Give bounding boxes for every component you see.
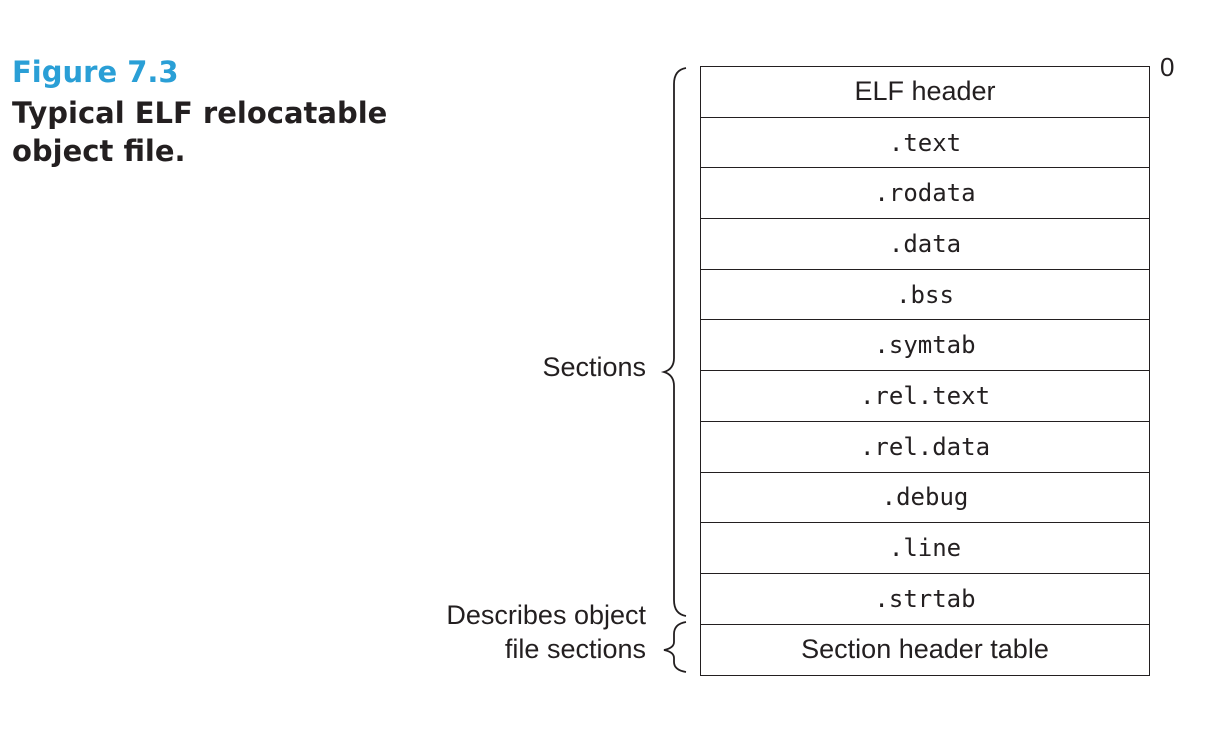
figure-caption: Figure 7.3 Typical ELF relocatable objec… <box>12 54 412 170</box>
rel-data-section-row: .rel.data <box>701 422 1149 473</box>
figure-title: Typical ELF relocatable object file. <box>12 96 388 168</box>
rodata-section-row: .rodata <box>701 168 1149 220</box>
offset-zero-label: 0 <box>1160 52 1175 82</box>
section-header-brace <box>663 621 687 673</box>
debug-section-row: .debug <box>701 473 1149 524</box>
sections-brace <box>660 67 687 617</box>
elf-header-row: ELF header <box>701 67 1149 118</box>
rel-text-section-row: .rel.text <box>701 371 1149 422</box>
section-header-table-row: Section header table <box>801 634 1049 665</box>
bss-section-row: .bss <box>701 270 1149 321</box>
symtab-section-row: .symtab <box>701 320 1149 372</box>
elf-layout-stack: ELF header .text .rodata .data .bss .sym… <box>700 66 1150 677</box>
describes-brace-label: Describes object file sections <box>446 600 646 664</box>
data-section-row: .data <box>701 219 1149 270</box>
sections-brace-label: Sections <box>542 352 646 382</box>
strtab-section-row: .strtab <box>701 574 1149 625</box>
figure-number: Figure 7.3 <box>12 55 179 89</box>
text-section-row: .text <box>701 118 1149 169</box>
line-section-row: .line <box>701 523 1149 574</box>
